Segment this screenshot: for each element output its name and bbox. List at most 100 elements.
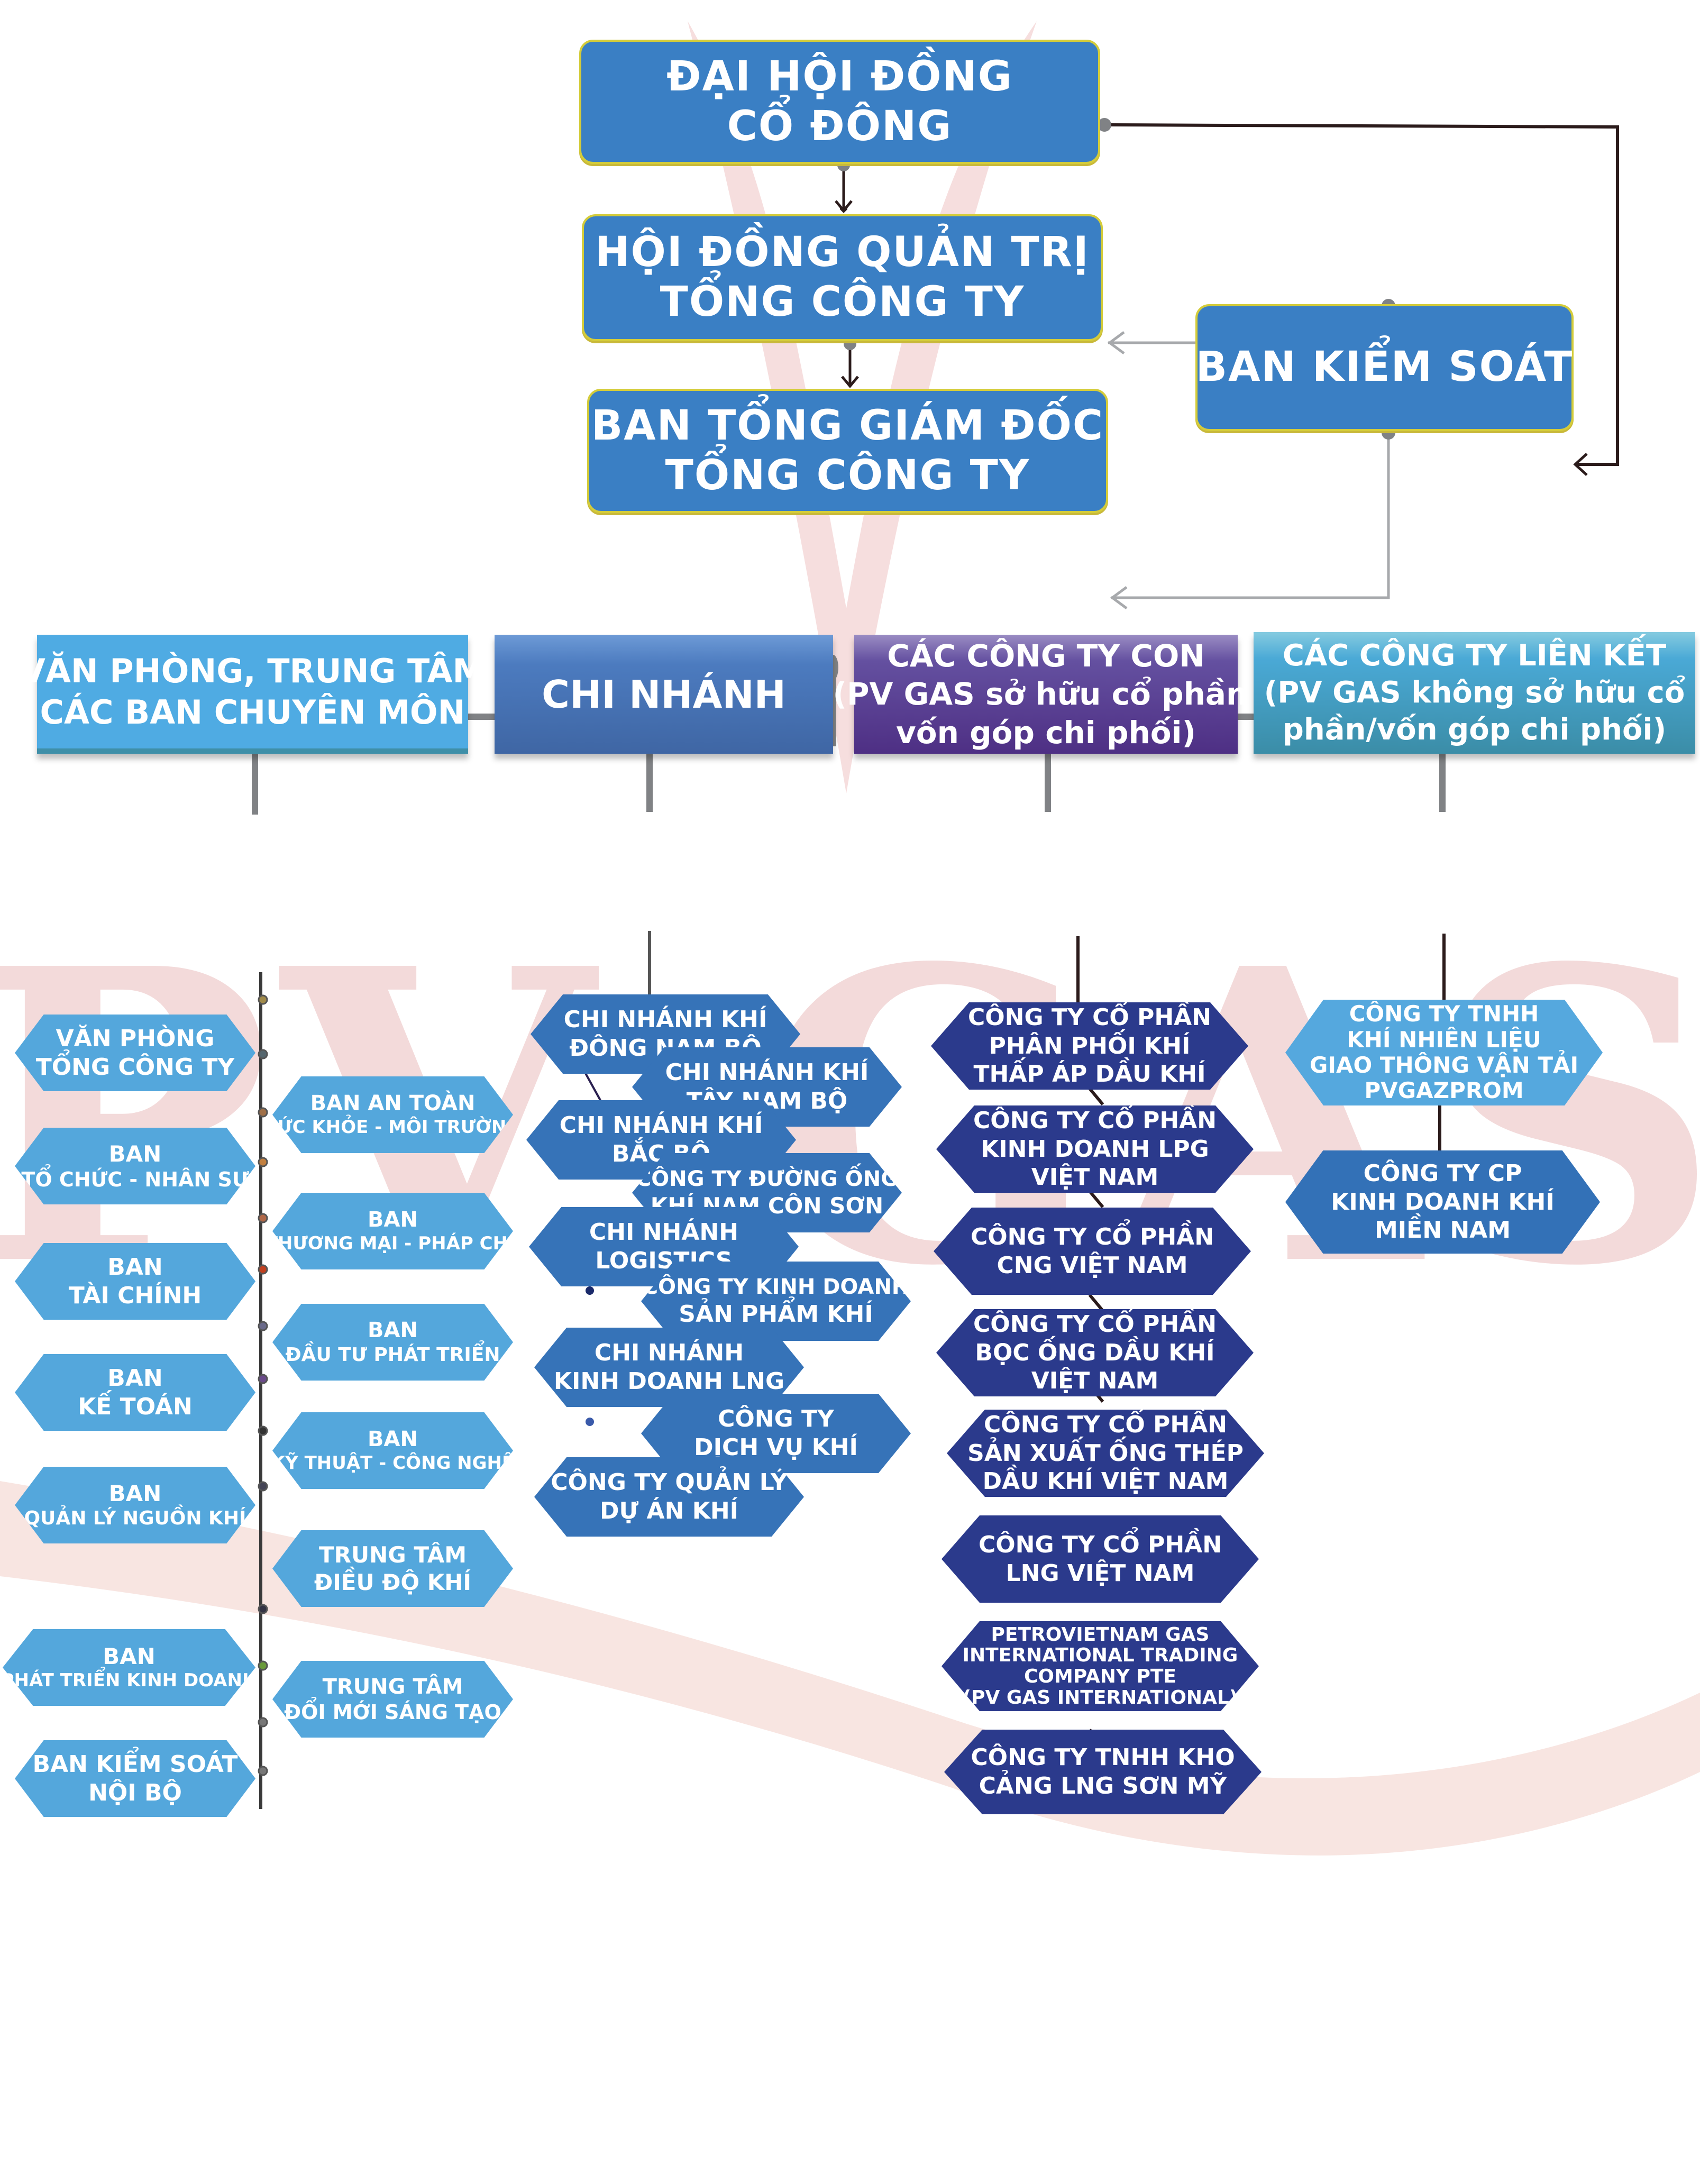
subsidiary-item[interactable]: CÔNG TY CỔ PHẦN PHÂN PHỐI KHÍ THẤP ÁP DẦ… [931, 1002, 1248, 1090]
subsidiaries-title-2: (PV GAS sở hữu cổ phần/ [833, 676, 1259, 712]
office-item-line: TỔNG CÔNG TY [35, 1053, 235, 1081]
branch-item-line: KINH DOANH LNG [553, 1368, 785, 1395]
associate-item[interactable]: CÔNG TY CP KINH DOANH KHÍ MIỀN NAM [1285, 1150, 1600, 1254]
subsidiary-item-line: LNG VIỆT NAM [1006, 1559, 1195, 1587]
office-item[interactable]: BAN KIỂM SOÁT NỘI BỘ [15, 1740, 255, 1817]
category-subsidiaries-header[interactable]: CÁC CÔNG TY CON (PV GAS sở hữu cổ phần/ … [833, 635, 1259, 754]
subsidiary-item-line: KINH DOANH LPG [981, 1135, 1209, 1163]
subsidiary-item-line: CÔNG TY CỔ PHẦN [973, 1310, 1217, 1338]
office-item-line: THƯƠNG MẠI - PHÁP CHẾ [265, 1233, 520, 1255]
general-meeting-line-2: CỔ ĐÔNG [727, 102, 953, 150]
office-item[interactable]: BAN THƯƠNG MẠI - PHÁP CHẾ [272, 1193, 513, 1269]
supervisory-line-1: BAN KIỂM SOÁT [1195, 343, 1574, 391]
office-item[interactable]: VĂN PHÒNG TỔNG CÔNG TY [15, 1015, 255, 1091]
branch-item-line: CÔNG TY QUẢN LÝ [551, 1469, 788, 1496]
office-item-line: TÀI CHÍNH [68, 1282, 202, 1309]
category-associates-header[interactable]: CÁC CÔNG TY LIÊN KẾT (PV GAS không sở hữ… [1254, 632, 1695, 754]
associates-title-2: (PV GAS không sở hữu cổ [1264, 675, 1685, 710]
office-item[interactable]: BAN PHÁT TRIỂN KINH DOANH [3, 1629, 255, 1706]
associate-item-line: MIỀN NAM [1374, 1217, 1511, 1244]
board-of-directors-box[interactable]: HỘI ĐỒNG QUẢN TRỊ TỔNG CÔNG TY [582, 214, 1103, 341]
subsidiaries-title-1: CÁC CÔNG TY CON [887, 637, 1205, 674]
office-item-line: TỔ CHỨC - NHÂN SỰ [21, 1167, 249, 1191]
office-item-line: BAN AN TOÀN [310, 1091, 476, 1116]
subsidiary-item-line: VIỆT NAM [1031, 1367, 1159, 1395]
subsidiary-item[interactable]: PETROVIETNAM GAS INTERNATIONAL TRADING C… [942, 1621, 1259, 1711]
branch-item-line: CÔNG TY [718, 1405, 834, 1433]
office-item-line: VĂN PHÒNG [56, 1025, 215, 1052]
branch-item[interactable]: CÔNG TY QUẢN LÝ DỰ ÁN KHÍ [534, 1457, 804, 1537]
branch-item-line: CHI NHÁNH [594, 1339, 744, 1367]
arrowhead-icon [835, 200, 853, 213]
general-meeting-line-1: ĐẠI HỘI ĐỒNG [666, 52, 1013, 100]
office-item[interactable]: BAN KỸ THUẬT - CÔNG NGHỆ [272, 1412, 513, 1489]
branch-item-line: DỰ ÁN KHÍ [599, 1497, 739, 1524]
supervisory-board-box[interactable]: BAN KIỂM SOÁT [1195, 304, 1574, 431]
subsidiary-item[interactable]: CÔNG TY CỔ PHẦN BỌC ỐNG DẦU KHÍ VIỆT NAM [936, 1309, 1254, 1396]
associate-item-line: GIAO THÔNG VẬN TẢI [1309, 1052, 1579, 1078]
office-item-line: KỸ THUẬT - CÔNG NGHỆ [271, 1452, 515, 1474]
office-item[interactable]: BAN KẾ TOÁN [15, 1354, 255, 1431]
category-offices-header[interactable]: VĂN PHÒNG, TRUNG TÂM CÁC BAN CHUYÊN MÔN [20, 635, 485, 754]
office-item-line: BAN KIỂM SOÁT [32, 1750, 238, 1778]
general-meeting-box[interactable]: ĐẠI HỘI ĐỒNG CỔ ĐÔNG [579, 40, 1100, 164]
arrowhead-icon [1110, 586, 1128, 610]
branches-title: CHI NHÁNH [542, 672, 786, 717]
office-item-line: TRUNG TÂM [322, 1674, 463, 1699]
branch-item-line: SẢN PHẨM KHÍ [679, 1300, 873, 1328]
offices-spine-dots [258, 994, 268, 1776]
subsidiary-item-line: PHÂN PHỐI KHÍ [989, 1032, 1191, 1059]
office-item[interactable]: BAN ĐẦU TƯ PHÁT TRIỂN [272, 1304, 513, 1381]
office-item[interactable]: BAN TÀI CHÍNH [15, 1243, 255, 1320]
associate-item-line: KINH DOANH KHÍ [1331, 1188, 1555, 1216]
branch-item[interactable]: CÔNG TY KINH DOANH SẢN PHẨM KHÍ [641, 1262, 911, 1341]
subsidiary-item-line: CNG VIỆT NAM [997, 1251, 1188, 1279]
associate-item[interactable]: CÔNG TY TNHH KHÍ NHIÊN LIỆU GIAO THÔNG V… [1285, 1000, 1603, 1105]
office-item-line: BAN [108, 1140, 162, 1167]
category-branches-header[interactable]: CHI NHÁNH [495, 635, 833, 754]
office-item-line: BAN [107, 1253, 163, 1281]
subsidiary-item-line: CÔNG TY CỔ PHẦN [983, 1411, 1228, 1438]
exec-line-2: TỔNG CÔNG TY [665, 451, 1030, 499]
subsidiary-item-line: CÔNG TY TNHH KHO [971, 1744, 1235, 1771]
office-item[interactable]: BAN QUẢN LÝ NGUỒN KHÍ [15, 1467, 255, 1543]
office-item-line: TRUNG TÂM [318, 1542, 467, 1568]
executive-board-box[interactable]: BAN TỔNG GIÁM ĐỐC TỔNG CÔNG TY [587, 389, 1108, 513]
office-item-line: SỨC KHỎE - MÔI TRƯỜNG [264, 1117, 522, 1138]
arrowhead-icon [1107, 331, 1125, 355]
board-line-1: HỘI ĐỒNG QUẢN TRỊ [595, 229, 1090, 277]
office-item[interactable]: BAN TỔ CHỨC - NHÂN SỰ [15, 1128, 255, 1204]
associates-title-3: phần/vốn góp chi phối) [1282, 712, 1667, 747]
subsidiary-item[interactable]: CÔNG TY CỔ PHẦN SẢN XUẤT ỐNG THÉP DẦU KH… [947, 1410, 1264, 1497]
arrowhead-icon [841, 376, 859, 388]
office-item[interactable]: BAN AN TOÀN SỨC KHỎE - MÔI TRƯỜNG [272, 1076, 513, 1153]
office-item[interactable]: TRUNG TÂM ĐỔI MỚI SÁNG TẠO [272, 1661, 513, 1738]
office-item-line: BAN [103, 1643, 156, 1670]
connector-dot [1098, 118, 1111, 132]
subsidiary-item[interactable]: CÔNG TY CỔ PHẦN KINH DOANH LPG VIỆT NAM [936, 1105, 1254, 1193]
branch-item-line: CHI NHÁNH KHÍ [563, 1006, 767, 1034]
subsidiary-item-line: CÔNG TY CỔ PHẦN [973, 1107, 1217, 1134]
subsidiary-item-line: CẢNG LNG SƠN MỸ [979, 1772, 1227, 1799]
subsidiary-item-line: CÔNG TY CỔ PHẦN [967, 1003, 1212, 1031]
branch-item-line: CHI NHÁNH KHÍ [559, 1112, 763, 1139]
associate-item-line: PVGAZPROM [1364, 1077, 1524, 1104]
subsidiary-item[interactable]: CÔNG TY CỔ PHẦN CNG VIỆT NAM [934, 1208, 1251, 1295]
subsidiary-item-line: THẤP ÁP DẦU KHÍ [973, 1061, 1206, 1088]
subsidiary-item-line: SẢN XUẤT ỐNG THÉP [967, 1439, 1244, 1467]
connector-gm-to-supervisory [1104, 123, 1619, 466]
subsidiary-item[interactable]: CÔNG TY CỔ PHẦN LNG VIỆT NAM [942, 1515, 1259, 1603]
office-item-line: ĐIỀU ĐỘ KHÍ [314, 1569, 472, 1595]
subsidiary-item[interactable]: CÔNG TY TNHH KHO CẢNG LNG SƠN MỸ [944, 1730, 1262, 1814]
exec-line-1: BAN TỔNG GIÁM ĐỐC [591, 401, 1104, 450]
office-item-line: KẾ TOÁN [78, 1393, 193, 1420]
subsidiary-item-line: (PV GAS INTERNATIONAL) [962, 1686, 1238, 1708]
associates-links [1438, 934, 1446, 1150]
subsidiaries-title-3: vốn góp chi phối) [895, 714, 1196, 751]
subsidiary-item-line: INTERNATIONAL TRADING [962, 1644, 1238, 1667]
office-item-line: ĐỔI MỚI SÁNG TẠO [284, 1700, 501, 1724]
branch-item-line: CÔNG TY ĐƯỜNG ỐNG [635, 1166, 899, 1191]
connector-dot [586, 1286, 594, 1295]
office-item-line: PHÁT TRIỂN KINH DOANH [1, 1670, 258, 1692]
office-item[interactable]: TRUNG TÂM ĐIỀU ĐỘ KHÍ [272, 1530, 513, 1607]
